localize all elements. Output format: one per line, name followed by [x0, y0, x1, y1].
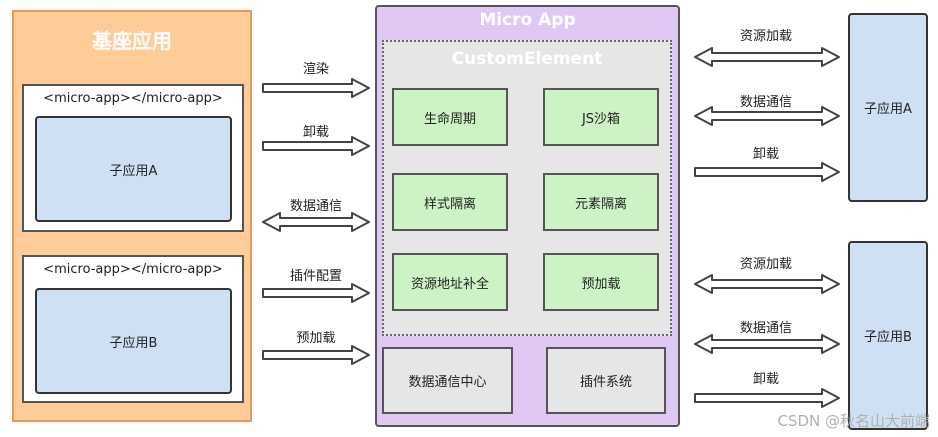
arrow-render [262, 78, 370, 98]
child-app-b-box: 子应用B [35, 288, 232, 394]
arrow-unload-b [694, 388, 840, 408]
arrow-data-comm [262, 212, 370, 232]
watermark: CSDN @秋名山大前端 [777, 411, 930, 430]
arrow-unload-a [694, 162, 840, 182]
custom-element-title: CustomElement [451, 49, 603, 69]
base-app-title: 基座应用 [92, 28, 172, 53]
micro-app-tag-label: <micro-app></micro-app> [43, 261, 223, 277]
right-arrow-label-unload-a: 卸载 [752, 147, 779, 162]
feature-js-sandbox: JS沙箱 [543, 88, 659, 146]
feature-resource-path-completion: 资源地址补全 [392, 253, 508, 311]
right-arrow-label-data-comm-b: 数据通信 [739, 321, 792, 336]
feature-lifecycle: 生命周期 [392, 88, 508, 146]
right-arrow-label-unload-b: 卸载 [752, 372, 779, 387]
arrow-data-comm-b [694, 334, 840, 354]
arrow-label-data-comm: 数据通信 [289, 199, 342, 214]
micro-app-tag-label: <micro-app></micro-app> [43, 90, 223, 106]
micro-app-title: Micro App [479, 10, 576, 30]
child-app-a-box: 子应用A [35, 116, 232, 222]
right-arrow-label-data-comm-a: 数据通信 [739, 95, 792, 110]
plugin-system-box: 插件系统 [546, 347, 666, 414]
arrow-label-preload: 预加载 [296, 331, 336, 346]
feature-element-isolation: 元素隔离 [543, 173, 659, 231]
arrow-plugin-config [262, 283, 370, 303]
arrow-preload [262, 345, 370, 365]
data-comm-center-box: 数据通信中心 [382, 347, 513, 414]
arrow-label-render: 渲染 [302, 62, 329, 77]
arrow-resource-load-b [694, 274, 840, 294]
right-child-app-b: 子应用B [848, 241, 928, 430]
right-arrow-label-resource-load-b: 资源加载 [739, 257, 792, 272]
arrow-label-plugin-config: 插件配置 [289, 269, 342, 284]
feature-preload: 预加载 [543, 253, 659, 311]
right-child-app-a: 子应用A [848, 13, 928, 202]
arrow-unload [262, 136, 370, 156]
arrow-resource-load-a [694, 47, 840, 67]
arrow-data-comm-a [694, 106, 840, 126]
arrow-label-unload: 卸载 [302, 125, 329, 140]
feature-style-isolation: 样式隔离 [392, 173, 508, 231]
right-arrow-label-resource-load-a: 资源加载 [739, 29, 792, 44]
